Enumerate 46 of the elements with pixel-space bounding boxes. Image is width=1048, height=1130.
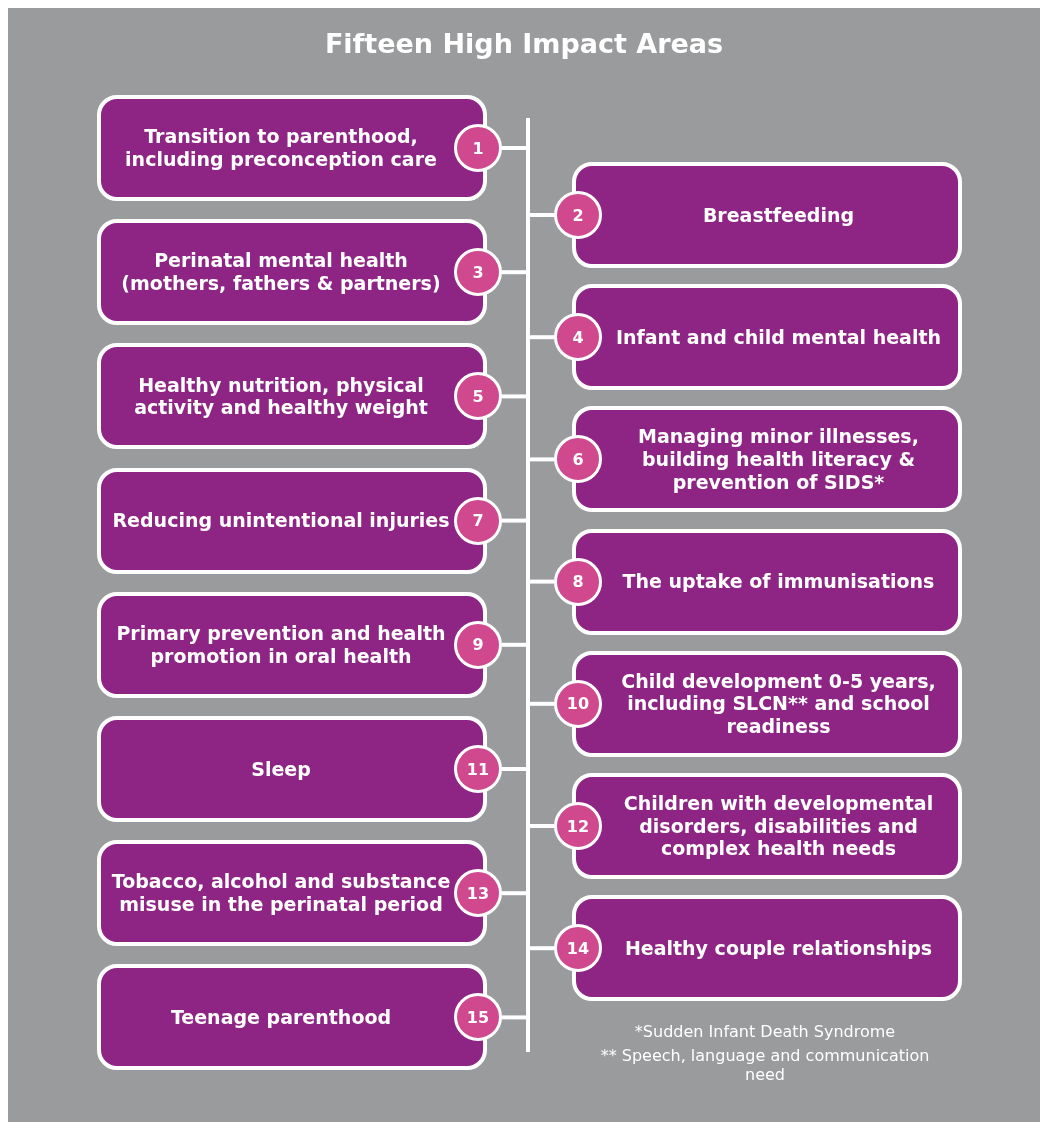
area-text: Reducing unintentional injuries [111,509,451,532]
area-text: Transition to parenthood, including preconception care [124,125,438,171]
area-text: Sleep [250,757,312,781]
connector-line [528,335,554,340]
area-card [97,219,487,326]
area-text: Managing minor illnesses, building health literacy & prevention of SIDS* [637,425,920,494]
area-text: Healthy nutrition, physical activity and healthy weight [133,373,429,420]
title: Fifteen High Impact Areas [323,28,725,59]
connector-line [502,891,528,896]
connector-line [528,824,554,828]
connector-line [502,270,528,275]
area-card [572,406,962,513]
area-text: Primary prevention and health promotion in oral health [115,622,447,668]
connector-line [528,457,554,462]
area-card [572,528,962,635]
area-text: Infant and child mental health [614,325,943,349]
area-card [97,716,487,822]
timeline-spine [526,118,530,1052]
area-card [97,467,487,574]
connector-line [502,394,528,399]
area-text: Perinatal mental health (mothers, fathers & partners) [120,249,442,295]
connector-line [502,518,528,523]
area-card [97,840,487,947]
area-text: Tobacco, alcohol and substance misuse in the perinatal period [111,870,451,916]
connector-line [528,213,554,217]
area-card [572,284,962,391]
area-card [97,343,487,450]
area-card [97,591,487,698]
area-text: Child development 0-5 years, including SLCN** and school readiness [620,669,937,738]
connector-line [502,1015,528,1020]
connector-line [502,146,528,150]
area-text: The uptake of immunisations [621,570,936,593]
connector-line [502,767,528,771]
area-card [572,162,962,268]
connector-line [502,642,528,647]
connector-line [528,579,554,584]
area-card [97,95,487,201]
connector-line [528,701,554,706]
area-text: Breastfeeding [701,203,856,227]
area-text: Teenage parenthood [169,1006,393,1029]
footnote: *Sudden Infant Death Syndrome [633,1022,897,1041]
connector-line [528,946,554,951]
area-card [97,964,487,1071]
footnote: ** Speech, language and communication need [599,1046,931,1084]
area-text: Healthy couple relationships [623,936,934,960]
area-text: Children with developmental disorders, disabilities and complex health needs [622,791,935,861]
